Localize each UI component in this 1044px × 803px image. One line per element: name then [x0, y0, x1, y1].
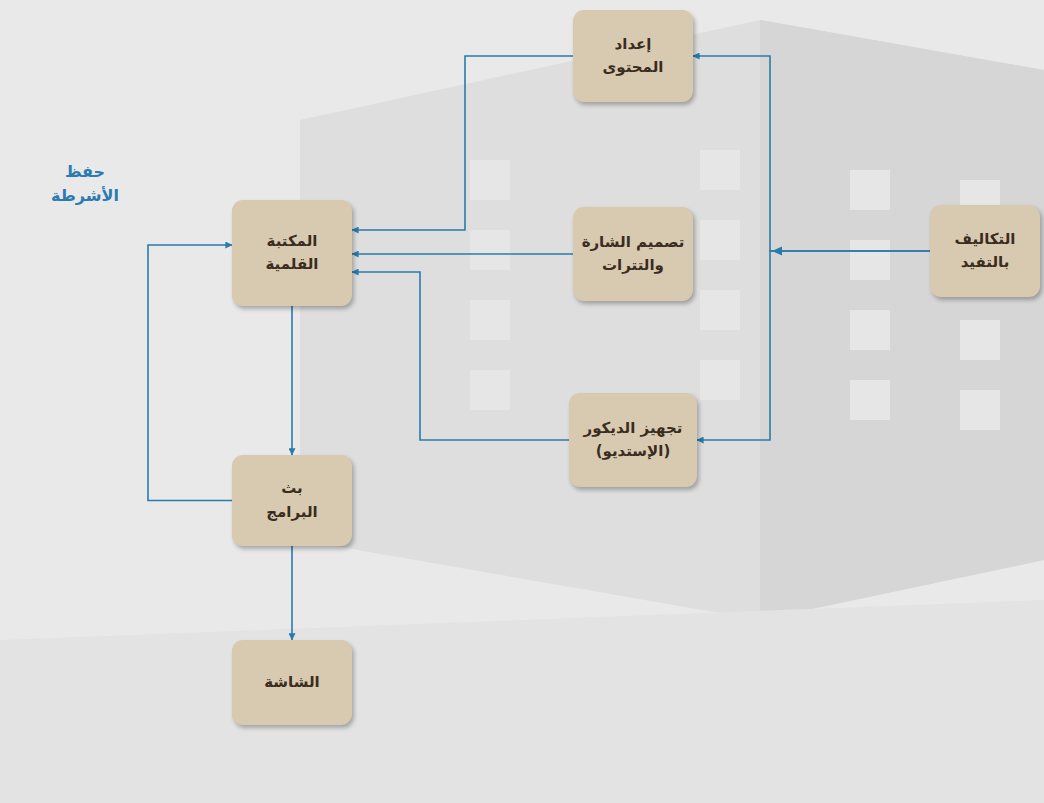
flow-arrow — [352, 253, 573, 255]
box-text: الشاشة — [264, 671, 320, 694]
flow-arrow — [291, 546, 293, 640]
flow-arrow — [352, 272, 569, 440]
building-side — [760, 20, 1044, 620]
process-box: تجهيز الديكور (الإستديو) — [569, 393, 697, 487]
box-text: بث البرامج — [262, 477, 322, 524]
flow-arrow — [291, 306, 293, 455]
box-text: تصميم الشارة والتترات — [581, 231, 685, 278]
window-grid — [470, 150, 1000, 430]
process-box: الشاشة — [232, 640, 352, 725]
flow-arrow — [693, 56, 930, 251]
box-text: إعداد المحتوى — [586, 33, 681, 80]
box-text: التكاليف بالتفيد — [940, 228, 1030, 275]
flow-arrow — [148, 245, 232, 501]
edge-label: حفظ الأشرطة — [42, 160, 128, 208]
process-box: التكاليف بالتفيد — [930, 205, 1040, 297]
flow-arrow — [352, 56, 573, 230]
process-box: إعداد المحتوى — [573, 10, 693, 102]
process-box: المكتبة القلمية — [232, 200, 352, 306]
process-box: بث البرامج — [232, 455, 352, 546]
flow-arrow — [697, 251, 930, 440]
junction-arrowhead — [772, 247, 782, 256]
ground — [0, 600, 1044, 803]
building-facade — [300, 20, 1044, 620]
box-text: المكتبة القلمية — [242, 230, 342, 277]
box-text: تجهيز الديكور (الإستديو) — [577, 417, 689, 464]
process-box: تصميم الشارة والتترات — [573, 207, 693, 301]
